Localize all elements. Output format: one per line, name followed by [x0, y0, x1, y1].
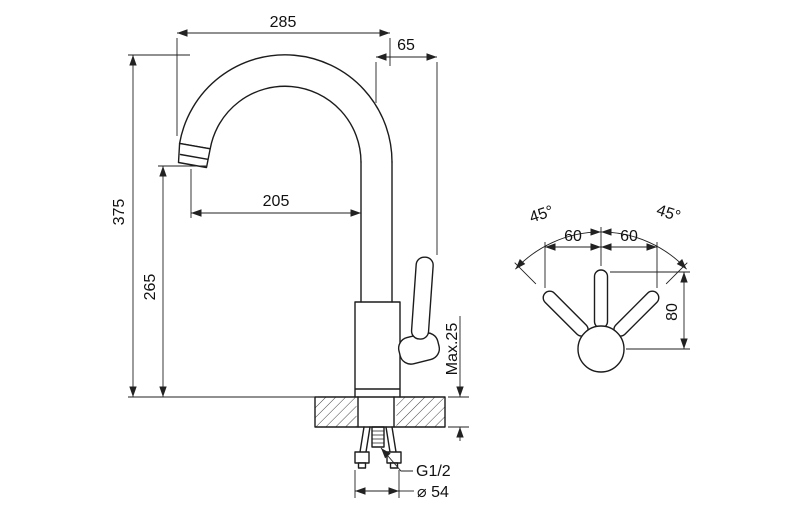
dim-offset-left-label: 60 [564, 228, 582, 245]
thread-label: G1/2 [416, 463, 451, 480]
thread-lines [372, 430, 384, 444]
dim-handle-offset-label: 65 [397, 37, 415, 54]
thread-leader-line [380, 447, 413, 472]
rotation-arc [515, 231, 687, 270]
dim-base-diameter-label: ⌀ 54 [417, 484, 449, 501]
hose-nipple-left [357, 462, 367, 469]
valve-body-circle [577, 325, 625, 373]
handle-rotation-view: 45° 45° 60 60 80 [514, 202, 690, 373]
arc-center-arrowheads [590, 228, 612, 236]
handle-position-center [593, 269, 609, 329]
faucet-body [354, 301, 401, 398]
countertop-hatch-left [315, 397, 357, 427]
top-dimension-lines [545, 243, 688, 349]
dim-outlet-height-label: 265 [142, 274, 159, 301]
spout-nozzle [177, 142, 211, 169]
dim-deck-thickness-label: Max.25 [444, 323, 461, 376]
front-view: 285 65 205 375 265 Max.25 G1/2 ⌀ 54 [111, 14, 469, 501]
countertop [314, 396, 446, 428]
front-dimension-lines [129, 29, 464, 495]
angle-left-label: 45° [527, 203, 555, 227]
countertop-hatch-right [396, 397, 445, 427]
dim-offset-right-label: 60 [620, 228, 638, 245]
angle-right-label: 45° [654, 202, 682, 226]
dim-total-height-label: 375 [111, 199, 128, 226]
dim-total-reach-label: 285 [270, 14, 297, 31]
dim-spout-reach-label: 205 [263, 193, 290, 210]
under-counter-parts [354, 426, 402, 469]
spout-outline [178, 54, 393, 163]
dim-handle-height-label: 80 [664, 303, 681, 321]
threaded-stud [371, 426, 385, 448]
hose-connector-left [354, 451, 370, 464]
handle-lever [410, 256, 434, 340]
supply-hose-right [385, 426, 397, 453]
nozzle-aerator-line [179, 153, 209, 161]
supply-hose-left [359, 426, 371, 453]
